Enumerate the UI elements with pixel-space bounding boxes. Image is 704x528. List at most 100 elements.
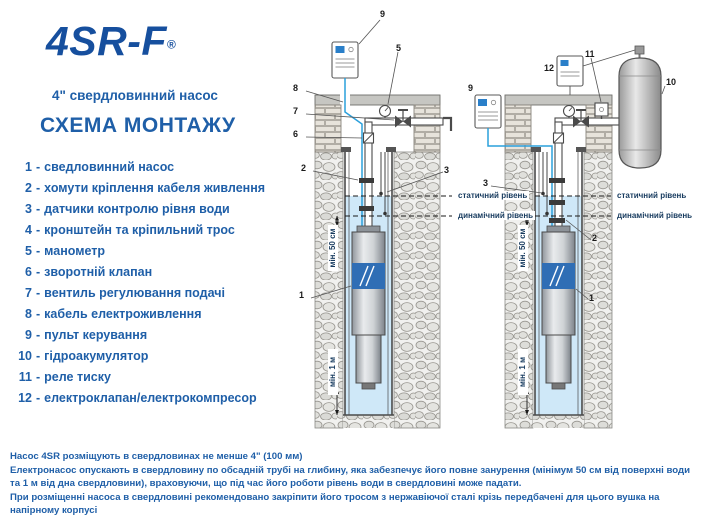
installation-diagrams: 9 5 8 7 6 2 3 1 статичний рівень динаміч… <box>285 0 704 448</box>
registered-mark: ® <box>166 37 176 52</box>
dynamic-level-label-left: динамічний рівень <box>456 211 536 220</box>
legend-dash: - <box>36 159 41 174</box>
pressure-switch <box>594 102 609 119</box>
ground-right <box>583 151 613 429</box>
legend-item-4: 4-кронштейн та кріпильний трос <box>12 219 294 240</box>
legend-label: сведловинний насос <box>44 159 175 174</box>
pump <box>541 225 576 390</box>
legend-label: манометр <box>44 243 106 258</box>
power-cable <box>344 78 363 230</box>
regulation-valve <box>395 109 411 128</box>
legend-number: 10 <box>18 348 32 363</box>
static-level-label-left: статичний рівень <box>456 191 530 200</box>
callout-1-right: 1 <box>589 293 595 303</box>
callout-6-left: 6 <box>293 129 299 139</box>
callout-9-left: 9 <box>380 9 386 19</box>
bracket <box>386 147 396 152</box>
legend-dash: - <box>36 264 41 279</box>
pit-wall-left <box>314 104 342 153</box>
cable-clamp <box>549 218 565 223</box>
legend-number: 6 <box>25 264 32 279</box>
callout-5-left: 5 <box>396 43 402 53</box>
legend-item-2: 2-хомути кріплення кабеля живлення <box>12 177 294 198</box>
note-paragraph-3: При розміщенні насоса в свердловині реко… <box>10 492 660 516</box>
cable-clamp <box>549 178 565 183</box>
legend-number: 11 <box>18 369 32 384</box>
brand-subtitle: 4" свердловинний насос <box>52 88 218 103</box>
brand-logo: 4SR-F® <box>46 18 176 65</box>
ground-right <box>393 151 441 429</box>
callout-11-right: 11 <box>585 49 595 59</box>
check-valve <box>362 132 375 144</box>
callout-7-left: 7 <box>293 106 299 116</box>
min-1m-label-right: мін. 1 м <box>518 349 528 395</box>
legend-dash: - <box>36 390 41 405</box>
legend-label: електроклапан/електрокомпресор <box>44 390 257 405</box>
legend-item-11: 11-реле тиску <box>12 366 294 387</box>
legend-label: вентиль регулювання подачі <box>44 285 225 300</box>
legend-dash: - <box>36 243 41 258</box>
static-level-label-right: статичний рівень <box>615 191 689 200</box>
legend-label: пульт керування <box>44 327 148 342</box>
control-panel <box>331 41 359 79</box>
legend-number: 9 <box>25 327 32 342</box>
note-paragraph-1: Насос 4SR розміщують в свердловинах не м… <box>10 451 303 462</box>
pressure-gauge <box>378 104 392 118</box>
cable-clamp <box>359 206 374 211</box>
ground-bottom <box>533 415 584 428</box>
legend-number: 8 <box>25 306 32 321</box>
legend-number: 7 <box>25 285 32 300</box>
legend-dash: - <box>36 285 41 300</box>
legend-item-1: 1-сведловинний насос <box>12 156 294 177</box>
legend-label: реле тиску <box>44 369 111 384</box>
well-cover-slab <box>314 94 441 106</box>
level-sensors <box>541 152 549 216</box>
legend-dash: - <box>36 327 41 342</box>
outlet-tap <box>443 116 453 131</box>
legend-label: кабель електроживлення <box>44 306 202 321</box>
legend-item-9: 9-пульт керування <box>12 324 294 345</box>
right-diagram <box>474 45 666 429</box>
min-50cm-label-right: мін. 50 см <box>518 225 528 271</box>
legend-dash: - <box>36 306 41 321</box>
dimension-min50 <box>335 216 339 226</box>
callout-3-right: 3 <box>483 178 489 188</box>
legend-number: 4 <box>25 222 32 237</box>
legend-item-3: 3-датчики контролю рівня води <box>12 198 294 219</box>
legend-label: гідроакумулятор <box>44 348 149 363</box>
power-cable <box>487 128 553 230</box>
legend-dash: - <box>36 201 41 216</box>
callout-2-left: 2 <box>301 163 307 173</box>
legend-dash: - <box>36 348 41 363</box>
callout-3-left: 3 <box>444 165 450 175</box>
legend-item-6: 6-зворотній клапан <box>12 261 294 282</box>
legend-label: кронштейн та кріпильний трос <box>44 222 235 237</box>
callout-1-left: 1 <box>299 290 305 300</box>
legend-number: 3 <box>25 201 32 216</box>
legend-number: 2 <box>25 180 32 195</box>
bracket <box>531 147 541 152</box>
dynamic-level-label-right: динамічний рівень <box>615 211 695 220</box>
legend-dash: - <box>36 222 41 237</box>
diagram-svg <box>305 19 666 429</box>
legend-label: зворотній клапан <box>44 264 153 279</box>
logo-text: 4SR-F <box>46 18 167 64</box>
callout-10-right: 10 <box>666 77 677 87</box>
regulation-valve <box>573 109 589 128</box>
level-sensors <box>379 152 387 216</box>
leader-lines <box>305 19 444 299</box>
ground-bottom <box>343 415 394 428</box>
page-title: СХЕМА МОНТАЖУ <box>40 114 236 137</box>
legend-label: датчики контролю рівня води <box>44 201 230 216</box>
electro-valve-compressor <box>556 49 636 95</box>
well-cover-slab <box>504 94 613 106</box>
pressure-tank <box>618 45 662 169</box>
check-valve <box>552 132 565 144</box>
legend-item-7: 7-вентиль регулювання подачі <box>12 282 294 303</box>
legend-number: 1 <box>25 159 32 174</box>
legend-item-10: 10-гідроакумулятор <box>12 345 294 366</box>
legend-number: 12 <box>18 390 32 405</box>
min-1m-label-left: мін. 1 м <box>328 349 338 395</box>
bracket <box>576 147 586 152</box>
